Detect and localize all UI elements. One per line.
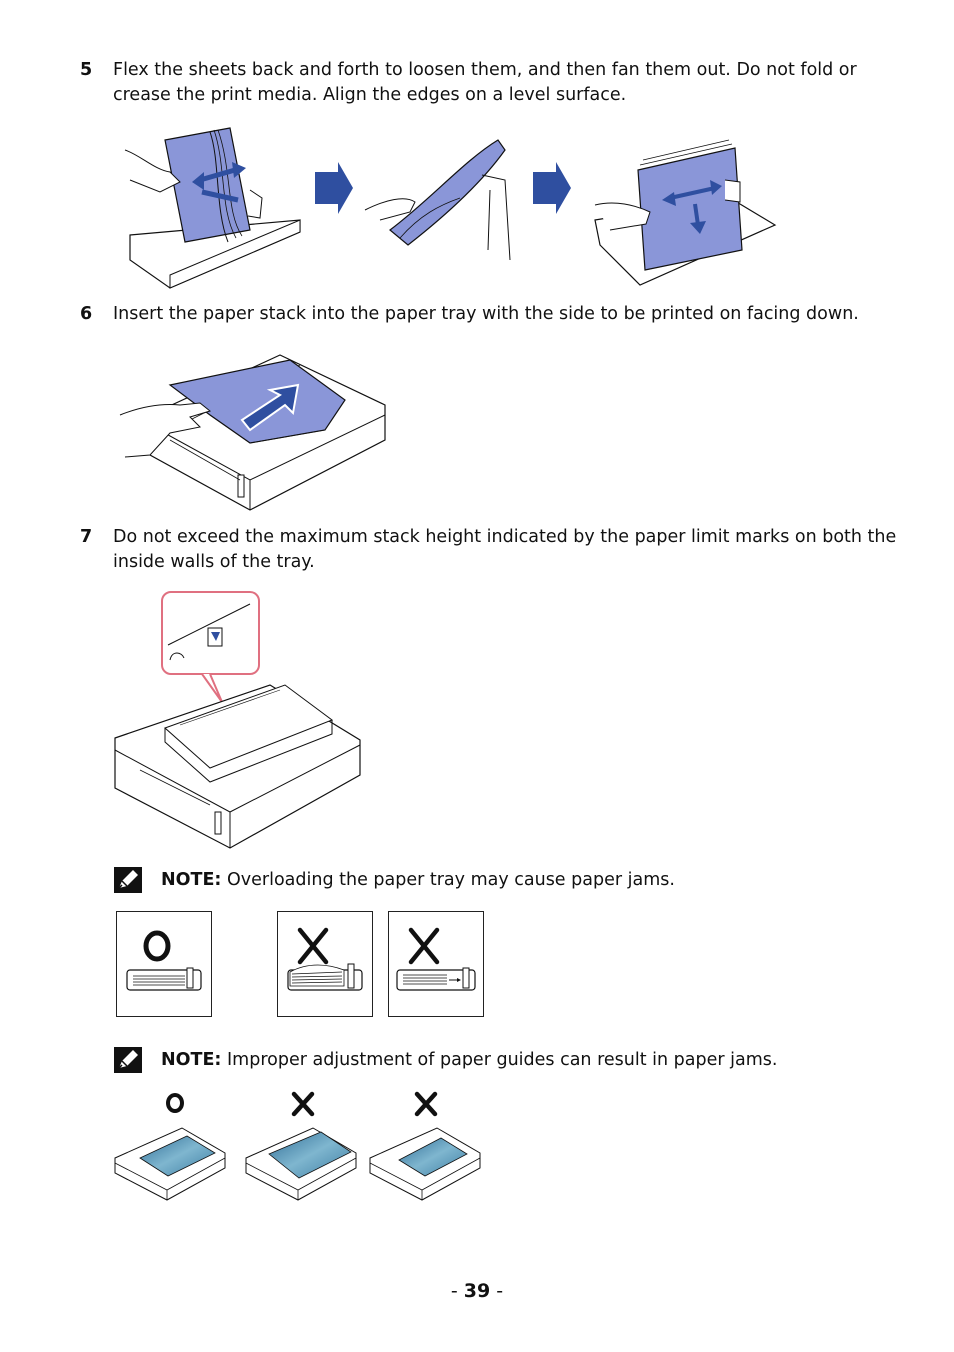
correct-mark-icon (143, 930, 171, 962)
page-number-value: 39 (463, 1280, 491, 1302)
note-text: Overloading the paper tray may cause pap… (227, 870, 675, 890)
guide-misaligned-box (388, 911, 484, 1017)
overloaded-box (277, 911, 373, 1017)
wrong-mark-icon (291, 1091, 315, 1117)
guide-misaligned-illustration (396, 927, 476, 991)
flex-paper-illustration (124, 127, 777, 289)
overloaded-illustration (287, 927, 363, 991)
wrong-mark-icon (408, 927, 440, 965)
wrong-mark-icon (414, 1091, 438, 1117)
step-number: 5 (80, 60, 93, 80)
step-text: Insert the paper stack into the paper tr… (113, 304, 859, 324)
page-number-prefix: - (450, 1280, 464, 1302)
step-text: Flex the sheets back and forth to loosen… (113, 60, 857, 105)
step-number: 7 (80, 527, 93, 547)
insert-paper-illustration (119, 354, 386, 511)
step-6: 6 Insert the paper stack into the paper … (80, 302, 900, 327)
step-number: 6 (80, 304, 93, 324)
page-number: - 39 - (0, 1280, 954, 1302)
wrong-mark-icon (297, 927, 329, 965)
guide-adjustment-illustration (114, 1091, 481, 1201)
note-text: Improper adjustment of paper guides can … (227, 1050, 778, 1070)
note-label: NOTE: (161, 1050, 222, 1070)
next-arrow-icon (533, 162, 571, 214)
page-number-suffix: - (490, 1280, 504, 1302)
fan-sheets-panel (364, 139, 511, 261)
step-text: Do not exceed the maximum stack height i… (113, 527, 897, 572)
note-label: NOTE: (161, 870, 222, 890)
correct-mark-icon (166, 1093, 184, 1113)
step-5: 5 Flex the sheets back and forth to loos… (80, 58, 900, 108)
align-edges-panel (594, 139, 777, 286)
stack-limit-illustration (114, 591, 361, 849)
correct-load-box (116, 911, 212, 1017)
note-pencil-icon (114, 867, 142, 893)
step-7: 7 Do not exceed the maximum stack height… (80, 525, 900, 575)
tray-correct (114, 1127, 226, 1201)
tray-wrong-2 (369, 1127, 481, 1201)
tray-wrong-1 (245, 1127, 357, 1201)
correct-load-illustration (126, 930, 202, 991)
flex-sheets-panel (124, 127, 301, 289)
next-arrow-icon (315, 162, 353, 214)
note-pencil-icon (114, 1047, 142, 1073)
